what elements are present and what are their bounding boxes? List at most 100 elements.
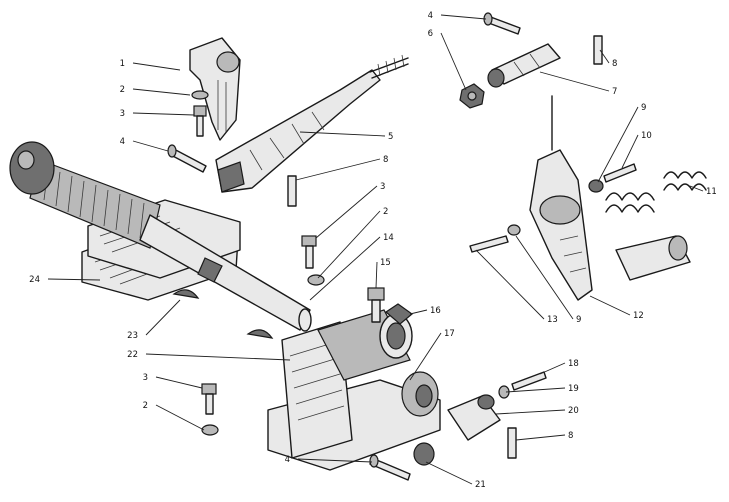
callout-leader-c-1-top	[132, 62, 181, 71]
callout-leader-c-22	[145, 353, 291, 361]
callout-label-c-14: 14	[383, 233, 394, 243]
part-16-nut	[385, 303, 413, 325]
part-20-fork-block	[447, 394, 501, 441]
callout-label-c-1-top: 1	[120, 59, 125, 69]
callout-label-c-4-top: 4	[428, 11, 433, 21]
part-4-bolt-left	[167, 144, 207, 173]
part-13-bolt	[469, 235, 509, 253]
callout-label-c-15: 15	[380, 258, 391, 268]
callout-leader-c-16	[409, 309, 428, 315]
callout-label-c-3-mid: 3	[380, 182, 385, 192]
callout-label-c-10: 10	[641, 131, 652, 141]
callout-leader-c-15	[375, 261, 378, 289]
callout-leader-c-3-bottom	[155, 376, 203, 389]
part-2-washer-mid	[307, 274, 325, 286]
callout-leader-c-13	[475, 249, 545, 320]
callout-label-c-9-top: 9	[641, 103, 646, 113]
callout-label-c-19: 19	[568, 384, 579, 394]
callout-leader-c-11	[689, 185, 704, 192]
part-6-nut	[459, 83, 485, 109]
callout-leader-c-4-top	[440, 14, 487, 20]
callout-label-c-6: 6	[428, 29, 433, 39]
part-7-sleeve	[487, 43, 561, 88]
callout-leader-c-2-top	[132, 88, 191, 96]
callout-leader-c-8-bottom	[515, 434, 566, 441]
part-4-bolt-top	[483, 12, 521, 35]
callout-label-c-23: 23	[127, 331, 138, 341]
part-4-bolt-bottom	[369, 454, 411, 481]
callout-leader-c-4-bottom	[297, 458, 373, 463]
callout-label-c-18: 18	[568, 359, 579, 369]
callout-leader-c-5	[299, 131, 386, 137]
callout-label-c-16: 16	[430, 306, 441, 316]
callout-label-c-9-bottom: 9	[576, 315, 581, 325]
callout-leader-c-9-top	[597, 106, 639, 183]
callout-label-c-3-top: 3	[120, 109, 125, 119]
callout-label-c-4-left: 4	[120, 137, 125, 147]
callout-label-c-2-bottom: 2	[143, 401, 148, 411]
callout-leader-c-18	[539, 362, 566, 375]
callout-leader-c-2-bottom	[155, 404, 205, 431]
part-8-pin-top	[593, 35, 603, 65]
part-3-bolt-bottom	[201, 383, 217, 415]
part-17-collar	[401, 371, 439, 417]
part-1-clamp	[189, 37, 241, 141]
callout-label-c-8-top: 8	[612, 59, 617, 69]
callout-label-c-4-bottom: 4	[285, 455, 290, 465]
callout-label-c-11: 11	[706, 187, 717, 197]
callout-leader-c-23	[145, 299, 181, 336]
part-10-bolt	[603, 163, 637, 183]
part-3-bolt-top	[193, 105, 207, 137]
callout-leader-c-8-mid	[295, 158, 381, 181]
callout-leader-c-19	[505, 387, 566, 393]
callout-label-c-20: 20	[568, 406, 579, 416]
callout-label-c-22: 22	[127, 350, 138, 360]
part-22-bracket	[267, 309, 441, 471]
part-12-lever	[529, 95, 593, 301]
callout-leader-c-17	[409, 332, 442, 381]
part-9-nut-top	[588, 179, 604, 193]
callout-label-c-24: 24	[29, 275, 40, 285]
callout-leader-c-9-bottom	[515, 235, 574, 320]
callout-leader-c-10	[621, 134, 639, 169]
part-11-springs	[605, 171, 707, 213]
part-21-sleeve	[413, 442, 435, 466]
callout-leader-c-2-mid	[317, 210, 381, 279]
callout-label-c-13: 13	[547, 315, 558, 325]
part-3-bolt-mid	[301, 235, 317, 269]
part-9-washer-bottom	[507, 224, 521, 236]
callout-label-c-7: 7	[612, 87, 617, 97]
callout-leader-c-20	[495, 409, 566, 415]
callout-leader-c-7	[539, 71, 610, 92]
callout-leader-c-4-left	[132, 140, 169, 152]
callout-leader-c-3-mid	[315, 185, 378, 239]
callout-label-c-8-bottom: 8	[568, 431, 573, 441]
callout-label-c-8-mid: 8	[383, 155, 388, 165]
callout-leader-c-21	[425, 461, 473, 485]
callout-label-c-17: 17	[444, 329, 455, 339]
callout-leader-c-12	[589, 295, 631, 316]
part-2-washer-top	[191, 90, 209, 100]
part-8-pin-bottom	[507, 427, 517, 459]
callout-label-c-2-top: 2	[120, 85, 125, 95]
callout-leader-c-24	[47, 278, 101, 281]
callout-label-c-12: 12	[633, 311, 644, 321]
part-5-link-rod	[215, 54, 409, 193]
callout-label-c-5: 5	[388, 132, 393, 142]
callout-leader-c-3-top	[132, 112, 195, 116]
part-18-bolt	[511, 371, 547, 391]
fork-end	[615, 235, 691, 281]
part-23-keys	[172, 289, 274, 339]
part-8-pin-mid	[287, 175, 297, 207]
callout-leader-c-6	[440, 32, 467, 91]
callout-leader-c-8-top	[599, 49, 610, 64]
callout-label-c-2-mid: 2	[383, 207, 388, 217]
callout-label-c-21: 21	[475, 480, 486, 490]
part-24-shaft-housing	[9, 141, 312, 332]
callout-label-c-3-bottom: 3	[143, 373, 148, 383]
part-15-bolt	[367, 287, 385, 323]
part-2-washer-bottom	[201, 424, 219, 436]
